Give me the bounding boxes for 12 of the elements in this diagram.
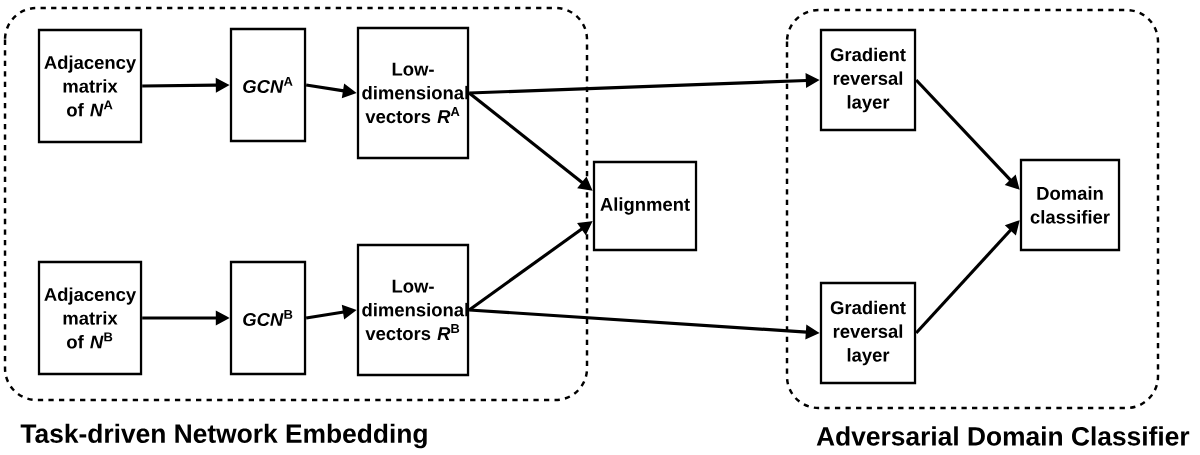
process-box: Gradient reversal layer <box>819 281 917 385</box>
process-box: Low-dimensional vectors R$^{B}$ <box>356 243 470 377</box>
process-box: Adjacency matrix of N$^{B}$ <box>37 260 143 376</box>
process-box: Low-dimensional vectors R$^{A}$ <box>356 26 470 160</box>
process-box: Domain classifier <box>1019 158 1121 252</box>
process-box: GCN$^{B}$ <box>229 260 307 376</box>
group-heading: Adversarial Domain Classifier <box>816 426 1190 446</box>
group-heading: Task-driven Network Embedding <box>20 423 427 449</box>
process-box: GCN$^{A}$ <box>229 27 307 143</box>
process-box: Gradient reversal layer <box>819 28 917 132</box>
process-box: Alignment <box>592 160 698 252</box>
process-box: Adjacency matrix of N$^{A}$ <box>37 28 143 144</box>
